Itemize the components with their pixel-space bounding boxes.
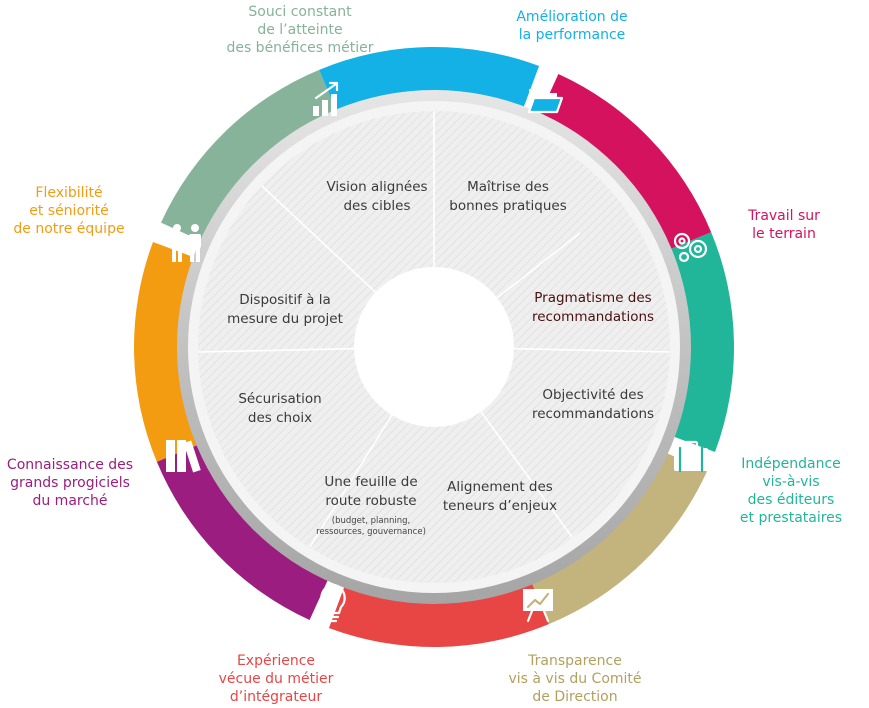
center-circle xyxy=(354,267,514,427)
segment-connaissance xyxy=(156,439,334,620)
inner-dispositif: Dispositif à la mesure du projet xyxy=(227,292,343,327)
label-flexibilite: Flexibilité et séniorité de notre équipe xyxy=(13,185,125,237)
inner-feuille: Une feuille de route robuste xyxy=(324,474,418,509)
label-connaissance: Connaissance des grands progiciels du ma… xyxy=(6,457,134,509)
label-independance: Indépendance vis-à-vis des éditeurs et p… xyxy=(739,456,843,526)
folder-icon xyxy=(527,89,564,114)
segment-transparence xyxy=(526,447,707,625)
growth-chart-icon xyxy=(313,81,339,116)
inner-maitrise: Maîtrise des bonnes pratiques xyxy=(449,179,567,214)
label-benefices: Souci constant de l’atteinte des bénéfic… xyxy=(226,4,374,56)
presentation-board-icon xyxy=(523,589,553,623)
segment-terrain xyxy=(534,74,712,255)
inner-vision: Vision alignées des cibles xyxy=(326,179,428,214)
people-icon xyxy=(171,224,201,262)
inner-pragmatisme: Pragmatisme des recommandations xyxy=(531,290,655,325)
gears-icon xyxy=(673,232,708,263)
label-experience: Expérience vécue du métier d’intégrateur xyxy=(218,653,334,705)
inner-feuille-note: (budget, planning, ressources, gouvernan… xyxy=(316,516,426,537)
inner-alignement: Alignement des teneurs d’enjeux xyxy=(442,479,558,514)
briefcase-icon xyxy=(674,440,708,473)
inner-objectivite: Objectivité des recommandations xyxy=(531,387,655,422)
label-performance: Amélioration de la performance xyxy=(516,9,628,43)
segment-benefices xyxy=(161,69,342,247)
label-terrain: Travail sur le terrain xyxy=(748,208,820,242)
label-transparence: Transparence vis à vis du Comité de Dire… xyxy=(508,653,642,705)
books-icon xyxy=(166,440,201,473)
inner-securisation: Sécurisation des choix xyxy=(238,391,322,426)
lightbulb-icon xyxy=(320,583,346,623)
